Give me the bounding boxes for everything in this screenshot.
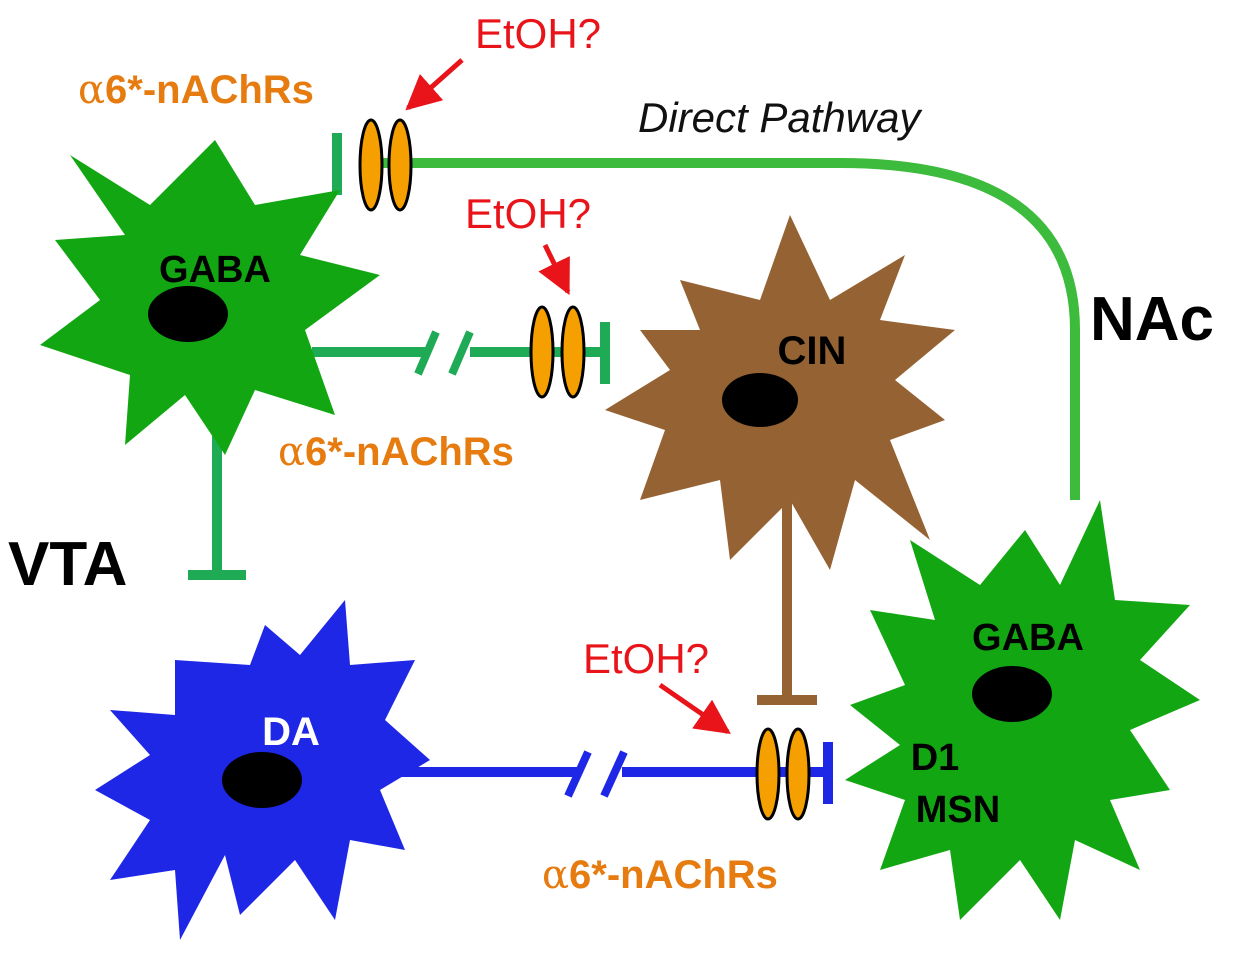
vta-gaba-label: GABA xyxy=(159,249,271,291)
bottom-receptor-rest: 6*-nAChRs xyxy=(569,853,778,897)
bottom-receptor-greek: α xyxy=(542,852,569,898)
arrow-icon xyxy=(405,58,731,735)
gaba-to-cin-break-1 xyxy=(414,330,440,376)
top-receptor-greek: α xyxy=(78,67,105,113)
bottom-receptor-label: α6*-nAChRs xyxy=(542,852,778,898)
da-neuron-icon: DA xyxy=(95,600,430,940)
vta-gaba-nucleus xyxy=(148,286,228,342)
middle-etoh-arrow xyxy=(538,243,571,296)
middle-receptor-2 xyxy=(560,305,586,399)
top-receptor-rest: 6*-nAChRs xyxy=(105,68,314,112)
bottom-etoh-label: EtOH? xyxy=(583,635,709,682)
bottom-etoh-arrow xyxy=(658,682,731,735)
top-etoh-arrow xyxy=(405,58,464,111)
receptor-icon xyxy=(358,118,811,821)
top-etoh-label: EtOH? xyxy=(475,10,601,57)
top-receptor-label: α6*-nAChRs xyxy=(78,67,314,113)
da-axon-break-1 xyxy=(564,750,592,798)
gaba-to-cin-break-2 xyxy=(448,330,474,376)
middle-etoh-label: EtOH? xyxy=(465,190,591,237)
da-axon-break-2 xyxy=(600,750,628,798)
bottom-receptor-2 xyxy=(785,727,811,821)
da-label: DA xyxy=(262,710,320,754)
bottom-receptor-1 xyxy=(755,727,781,821)
da-nucleus xyxy=(222,752,302,808)
msn-msn-label: MSN xyxy=(916,789,1000,831)
cin-nucleus xyxy=(722,373,798,427)
msn-gaba-label: GABA xyxy=(972,617,1084,659)
nac-region-label: NAc xyxy=(1090,285,1214,354)
direct-pathway-axon xyxy=(360,158,1080,500)
msn-neuron-icon: GABA D1 MSN xyxy=(845,500,1200,920)
middle-receptor-1 xyxy=(529,305,555,399)
vta-region-label: VTA xyxy=(8,530,127,599)
top-receptor-2 xyxy=(387,118,413,212)
msn-d1-label: D1 xyxy=(911,737,960,779)
cin-neuron-icon: CIN xyxy=(605,215,955,570)
gaba-neuron-icon: GABA xyxy=(40,140,380,455)
msn-nucleus xyxy=(972,666,1052,722)
middle-receptor-rest: 6*-nAChRs xyxy=(305,430,514,474)
cin-label: CIN xyxy=(778,329,847,373)
middle-receptor-label: α6*-nAChRs xyxy=(278,429,514,475)
top-receptor-1 xyxy=(358,118,384,212)
direct-pathway-label: Direct Pathway xyxy=(638,94,923,141)
middle-receptor-greek: α xyxy=(278,429,305,475)
